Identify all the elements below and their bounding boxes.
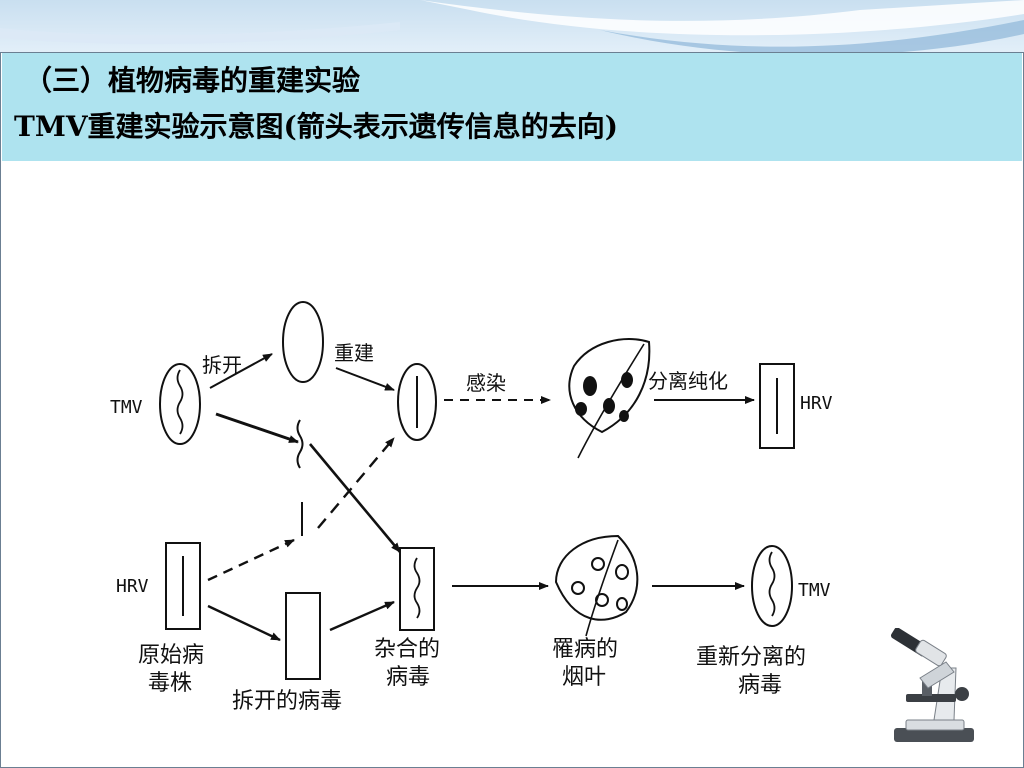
hrv-original-virus [165, 542, 201, 630]
decorative-top-band [0, 0, 1024, 60]
tmv-label-right: TMV [798, 580, 831, 601]
purify-step-label: 分离纯化 [648, 369, 728, 393]
hybrid-virus-caption-2: 病毒 [386, 665, 430, 690]
hrv-split-arrow-upper [207, 538, 295, 582]
original-strain-caption-1: 原始病 [138, 643, 204, 668]
hrv-label-left: HRV [116, 576, 149, 597]
tmv-rna-to-hybrid-arrow [309, 443, 401, 553]
coat-to-hybrid-arrow [329, 600, 395, 632]
tmv-rna-strand [296, 419, 304, 469]
hrv-split-arrow-lower [207, 604, 281, 642]
infected-leaf-caption-2: 烟叶 [562, 665, 606, 690]
reisolated-caption-2: 病毒 [738, 673, 782, 698]
slide-subtitle: TMV重建实验示意图(箭头表示遗传信息的去向) [14, 110, 619, 143]
hybrid-virus-particle [399, 547, 435, 631]
tmv-virus-particle [159, 363, 201, 445]
tmv-label: TMV [110, 397, 143, 418]
split-virus-caption: 拆开的病毒 [232, 689, 342, 714]
split-hrv-coat [285, 592, 321, 680]
lower-infected-leaf [554, 534, 639, 637]
upper-infected-leaf [568, 338, 651, 459]
tmv-reconstruction-diagram: TMV 拆开 重建 感染 分离纯化 HRV HRV [104, 296, 856, 721]
reisolated-caption-1: 重新分离的 [696, 645, 806, 670]
title-banner: （三）植物病毒的重建实验 TMV重建实验示意图(箭头表示遗传信息的去向) [2, 53, 1022, 161]
protein-coat-shell [282, 301, 324, 383]
rebuilt-virus-particle [397, 363, 437, 441]
tmv-to-rna-arrow [215, 412, 299, 444]
infected-leaf-caption-1: 罹病的 [552, 637, 618, 662]
hrv-coat-to-rebuilt-arrow [317, 437, 395, 529]
isolated-hrv-virus [759, 363, 795, 449]
slide-title: （三）植物病毒的重建实验 [24, 64, 361, 97]
hybrid-virus-caption-1: 杂合的 [374, 637, 440, 662]
hrv-label-right: HRV [800, 393, 833, 414]
rebuild-arrow [335, 367, 395, 391]
split-arrow [209, 353, 273, 389]
reisolated-tmv-particle [751, 545, 793, 627]
rebuild-step-label: 重建 [334, 341, 374, 365]
microscope-icon [890, 628, 974, 742]
original-strain-caption-2: 毒株 [148, 671, 192, 696]
infect-step-label: 感染 [466, 371, 506, 395]
